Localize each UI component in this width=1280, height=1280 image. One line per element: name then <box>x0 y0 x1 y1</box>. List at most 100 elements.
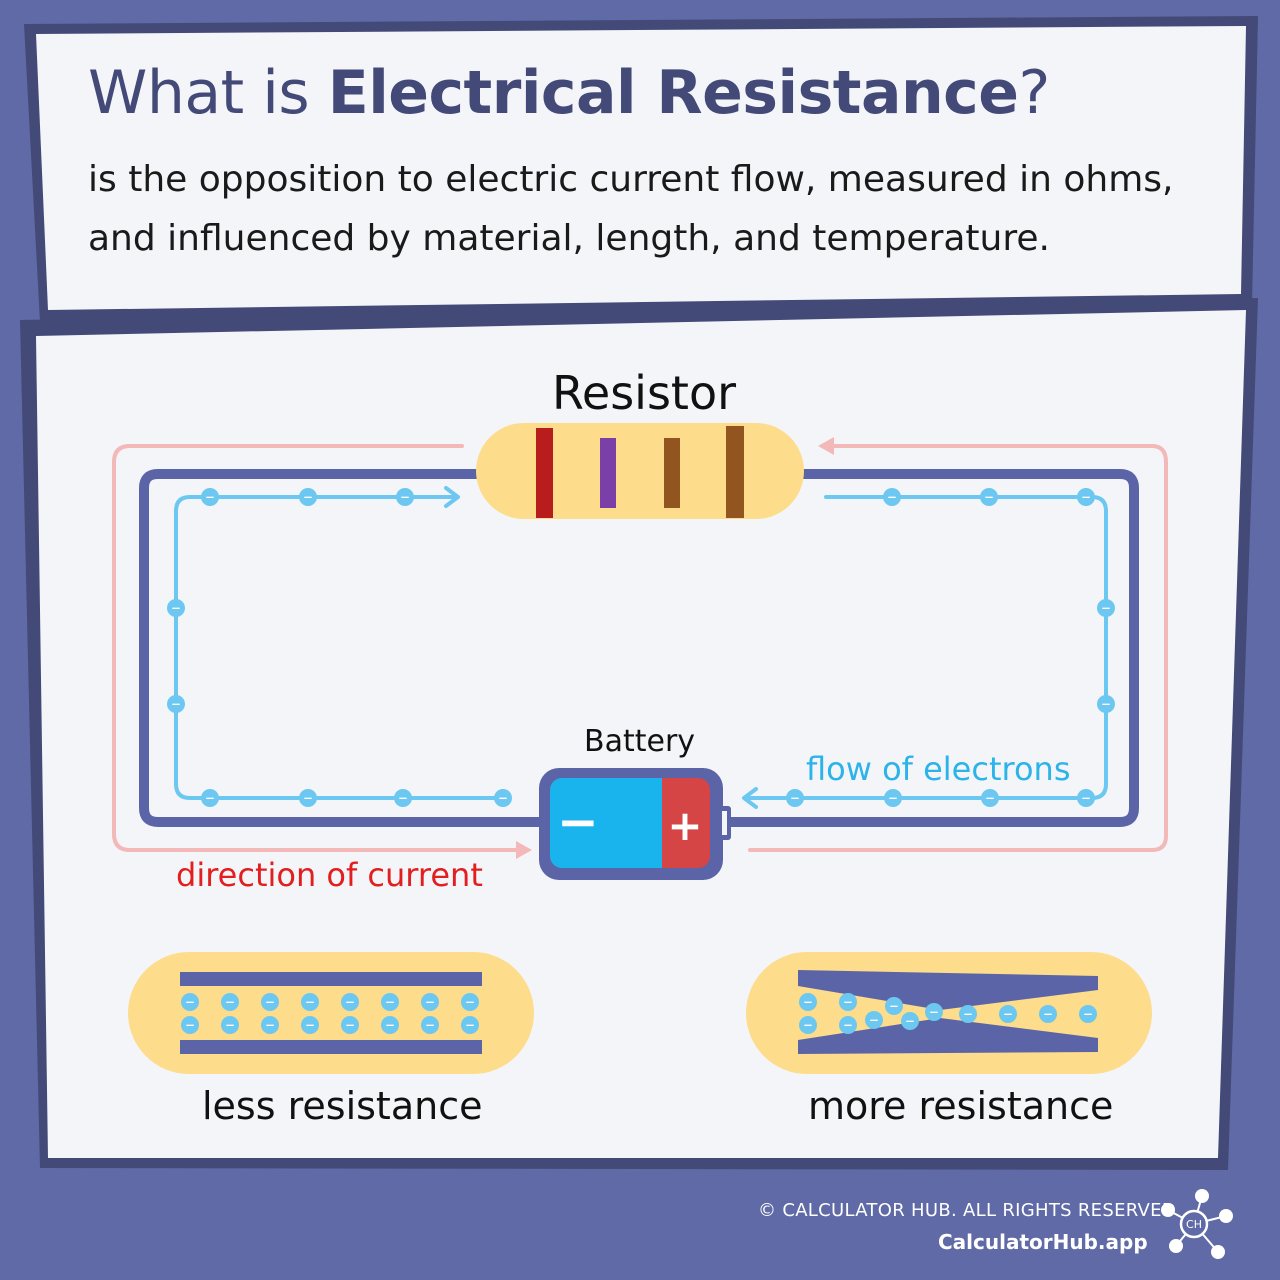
svg-text:−: − <box>790 791 800 805</box>
svg-text:−: − <box>171 601 181 615</box>
electron: − <box>799 993 817 1011</box>
svg-text:−: − <box>225 995 235 1009</box>
less-resistance-conductor: − − − − − − − − − − − − − − − − <box>128 952 534 1074</box>
svg-text:−: − <box>888 791 898 805</box>
current-path <box>112 444 1168 852</box>
electron: − <box>381 1016 399 1034</box>
more-resistance-conductor: −−−−−−−−−−−− <box>746 952 1152 1074</box>
svg-text:−: − <box>265 995 275 1009</box>
svg-text:−: − <box>465 995 475 1009</box>
resistor-label: Resistor <box>552 366 736 420</box>
svg-text:−: − <box>1003 1007 1013 1021</box>
electron: − <box>394 789 412 807</box>
electron: − <box>1097 599 1115 617</box>
electron: − <box>299 488 317 506</box>
calculator-hub-logo-icon: CH <box>1161 1189 1233 1259</box>
more-electrons: −−−−−−−−−−−− <box>799 993 1097 1034</box>
svg-text:−: − <box>385 1018 395 1032</box>
svg-text:−: − <box>1081 490 1091 504</box>
svg-text:−: − <box>803 995 813 1009</box>
electron-arrow-bottom <box>742 787 758 809</box>
electron: − <box>181 1016 199 1034</box>
battery-minus: − <box>557 793 599 851</box>
electron-arrow-top <box>444 486 460 508</box>
svg-text:CH: CH <box>1186 1218 1202 1231</box>
title-bold: Electrical Resistance <box>327 58 1019 128</box>
electron: − <box>261 993 279 1011</box>
resistor-band-1 <box>536 428 553 518</box>
svg-text:−: − <box>985 791 995 805</box>
electron: − <box>301 1016 319 1034</box>
svg-text:−: − <box>205 791 215 805</box>
electron: − <box>396 488 414 506</box>
battery: − + <box>539 768 731 880</box>
site-url[interactable]: CalculatorHub.app <box>938 1230 1148 1254</box>
less-resistance-label: less resistance <box>202 1084 483 1128</box>
svg-text:−: − <box>303 791 313 805</box>
svg-text:−: − <box>225 1018 235 1032</box>
electron: − <box>885 997 903 1015</box>
current-arrow-left <box>516 841 532 859</box>
circuit-wire <box>139 469 1139 827</box>
copyright-text: © CALCULATOR HUB. ALL RIGHTS RESERVED <box>758 1200 1177 1221</box>
svg-text:−: − <box>265 1018 275 1032</box>
svg-text:−: − <box>1101 697 1111 711</box>
more-resistance-label: more resistance <box>808 1084 1114 1128</box>
svg-text:−: − <box>185 1018 195 1032</box>
resistor-band-4 <box>726 426 744 518</box>
electron: − <box>261 1016 279 1034</box>
svg-text:−: − <box>905 1014 915 1028</box>
title-suffix: ? <box>1018 58 1050 128</box>
resistor <box>476 423 804 519</box>
electron: − <box>1097 695 1115 713</box>
svg-text:−: − <box>963 1007 973 1021</box>
svg-text:−: − <box>1081 791 1091 805</box>
electron: − <box>865 1011 883 1029</box>
svg-text:−: − <box>425 1018 435 1032</box>
resistor-band-2 <box>600 438 616 508</box>
electron: − <box>341 993 359 1011</box>
electron: − <box>341 1016 359 1034</box>
electron: − <box>221 1016 239 1034</box>
svg-text:−: − <box>1043 1007 1053 1021</box>
battery-plus: + <box>667 801 702 850</box>
electron: − <box>839 1016 857 1034</box>
svg-text:−: − <box>425 995 435 1009</box>
electron: − <box>461 993 479 1011</box>
svg-text:−: − <box>887 490 897 504</box>
electron: − <box>301 993 319 1011</box>
svg-text:−: − <box>303 490 313 504</box>
svg-text:−: − <box>398 791 408 805</box>
electron: − <box>421 993 439 1011</box>
svg-text:−: − <box>171 697 181 711</box>
electron: − <box>981 789 999 807</box>
svg-text:−: − <box>345 1018 355 1032</box>
svg-text:−: − <box>984 490 994 504</box>
electron: − <box>959 1005 977 1023</box>
svg-text:−: − <box>305 1018 315 1032</box>
electron: − <box>925 1003 943 1021</box>
electron: − <box>494 789 512 807</box>
electron: − <box>221 993 239 1011</box>
electron: − <box>999 1005 1017 1023</box>
electron: − <box>799 1016 817 1034</box>
current-direction-label: direction of current <box>176 856 483 894</box>
less-electrons: − − − − − − − − − − − − − − − − <box>181 993 479 1034</box>
svg-text:−: − <box>385 995 395 1009</box>
electron: − <box>181 993 199 1011</box>
svg-text:−: − <box>205 490 215 504</box>
electron: − <box>1077 789 1095 807</box>
electron: − <box>381 993 399 1011</box>
electron: − <box>1039 1005 1057 1023</box>
svg-text:−: − <box>869 1013 879 1027</box>
svg-text:−: − <box>1083 1007 1093 1021</box>
electron: − <box>839 993 857 1011</box>
svg-text:−: − <box>803 1018 813 1032</box>
electron-flow-label: flow of electrons <box>806 750 1071 788</box>
resistor-band-3 <box>664 438 680 508</box>
electron: − <box>461 1016 479 1034</box>
svg-text:−: − <box>345 995 355 1009</box>
electron: − <box>786 789 804 807</box>
electron: − <box>901 1012 919 1030</box>
electron-path <box>174 495 1108 800</box>
